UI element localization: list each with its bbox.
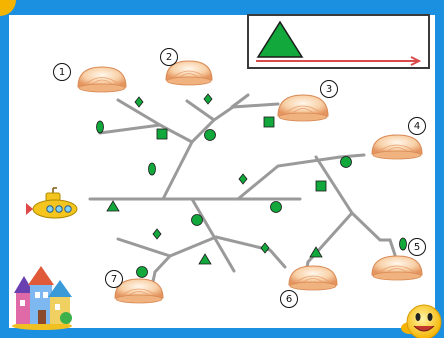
shell-number-7: 7 xyxy=(105,270,123,288)
shell-number-2: 2 xyxy=(160,48,178,66)
legend-triangle-icon xyxy=(258,22,302,57)
square-icon xyxy=(316,181,326,191)
oval-icon xyxy=(400,238,407,250)
diamond-icon xyxy=(135,97,143,107)
shell-number-5: 5 xyxy=(408,238,426,256)
diamond-icon xyxy=(204,94,212,104)
shell-number-6: 6 xyxy=(280,290,298,308)
circle-icon xyxy=(341,157,352,168)
maze-branches xyxy=(90,95,395,296)
shell-number-4: 4 xyxy=(408,117,426,135)
corner-sun-icon xyxy=(0,0,16,16)
triangle-icon[interactable] xyxy=(107,201,119,211)
smiley-thumbs-up-icon xyxy=(401,305,441,338)
shell-number-3: 3 xyxy=(320,80,338,98)
branch-line xyxy=(163,104,278,199)
triangle-icon[interactable] xyxy=(199,254,211,264)
branch-line xyxy=(118,239,170,256)
shell-number-1: 1 xyxy=(53,63,71,81)
square-icon xyxy=(264,117,274,127)
circle-icon xyxy=(137,267,148,278)
branch-line xyxy=(216,237,285,267)
circle-icon xyxy=(271,202,282,213)
diamond-icon xyxy=(239,174,247,184)
castle-icon xyxy=(12,266,72,330)
branch-line xyxy=(100,125,160,133)
shell-target-1[interactable] xyxy=(78,67,126,92)
circle-icon xyxy=(205,130,216,141)
shell-target-4[interactable] xyxy=(372,135,422,159)
circle-icon xyxy=(192,215,203,226)
oval-icon xyxy=(149,163,156,175)
legend-arrow-icon xyxy=(256,57,419,65)
branch-line xyxy=(187,101,214,120)
shell-target-5[interactable] xyxy=(372,256,422,280)
diamond-icon xyxy=(153,229,161,239)
branch-line xyxy=(192,199,234,271)
diamond-icon xyxy=(261,243,269,253)
shell-target-6[interactable] xyxy=(289,266,337,290)
oval-icon xyxy=(97,121,104,133)
square-icon xyxy=(157,129,167,139)
shell-target-3[interactable] xyxy=(278,95,328,121)
submarine-icon[interactable] xyxy=(26,188,77,218)
